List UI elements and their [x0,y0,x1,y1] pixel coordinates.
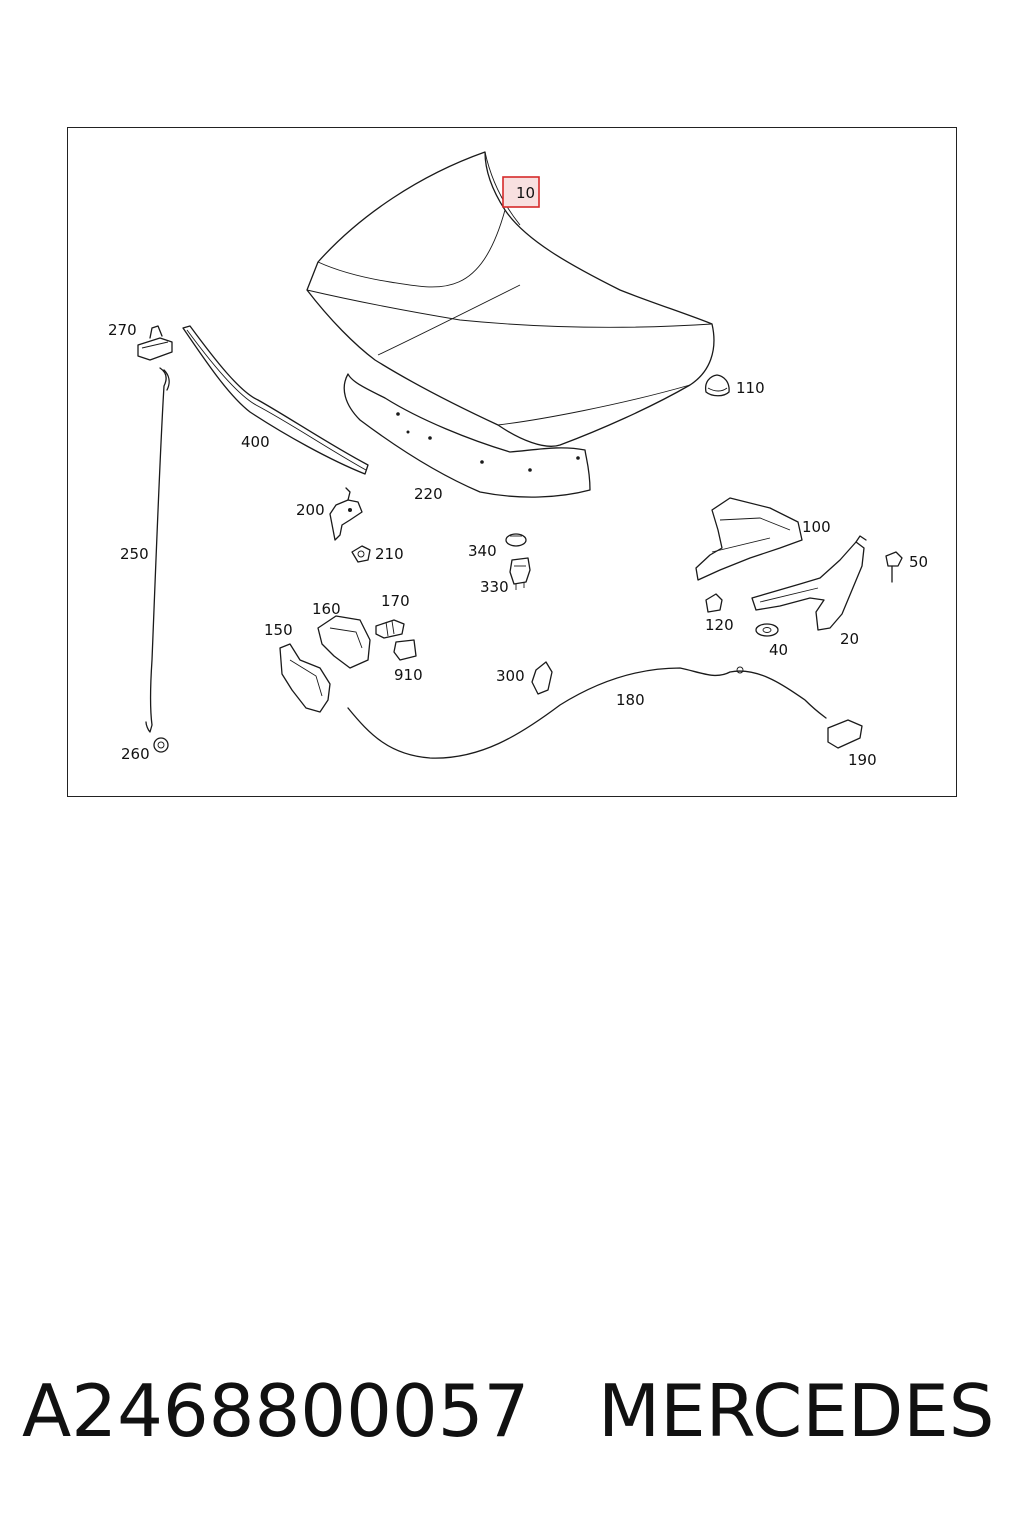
part-number: A2468800057 [22,1369,530,1453]
hinge-20-part[interactable] [751,535,867,631]
lock-bracket-160-part[interactable] [317,615,371,669]
clip-120-part[interactable] [705,593,723,613]
mounting-bracket-100-part[interactable] [695,497,803,581]
callout-labels: 10 270 110 400 220 200 100 250 210 340 5… [108,176,928,769]
insulation-mat-part[interactable] [343,373,591,498]
callout-20[interactable]: 20 [840,630,859,648]
callout-50[interactable]: 50 [909,553,928,571]
clip-340-part[interactable] [505,533,527,547]
bracket-270-part[interactable] [137,325,173,361]
fastener-330-part[interactable] [509,557,531,590]
callout-910[interactable]: 910 [394,666,423,684]
prop-rod-part[interactable] [145,367,170,733]
diagram-frame [67,127,957,797]
callout-340[interactable]: 340 [468,542,497,560]
release-handle-190-part[interactable] [827,719,863,749]
callout-120[interactable]: 120 [705,616,734,634]
washer-40-part[interactable] [755,623,779,637]
callout-40[interactable]: 40 [769,641,788,659]
brand-name: MERCEDES [598,1369,995,1453]
bracket-200-part[interactable] [329,487,363,541]
bolt-50-part[interactable] [885,551,903,583]
callout-180[interactable]: 180 [616,691,645,709]
callout-300[interactable]: 300 [496,667,525,685]
clip-nut-210-part[interactable] [351,545,371,563]
label-910-part[interactable] [393,639,417,661]
callout-270[interactable]: 270 [108,321,137,339]
callout-250[interactable]: 250 [120,545,149,563]
grommet-260-part[interactable] [153,737,169,753]
callout-200[interactable]: 200 [296,501,325,519]
callout-260[interactable]: 260 [121,745,150,763]
callout-10[interactable]: 10 [516,184,535,202]
callout-400[interactable]: 400 [241,433,270,451]
release-cable-180-part[interactable] [347,666,827,759]
clip-300-part[interactable] [531,661,553,695]
callout-330[interactable]: 330 [480,578,509,596]
callout-170[interactable]: 170 [381,592,410,610]
callout-10-highlight [502,176,540,208]
callout-110[interactable]: 110 [736,379,765,397]
callout-100[interactable]: 100 [802,518,831,536]
seal-strip-part[interactable] [182,325,369,475]
hood-part[interactable] [306,151,715,447]
callout-210[interactable]: 210 [375,545,404,563]
callout-190[interactable]: 190 [848,751,877,769]
bolt-170-part[interactable] [375,619,405,639]
callout-150[interactable]: 150 [264,621,293,639]
buffer-110-part[interactable] [704,374,730,397]
callout-220[interactable]: 220 [414,485,443,503]
hood-lock-150-part[interactable] [279,643,331,713]
callout-160[interactable]: 160 [312,600,341,618]
